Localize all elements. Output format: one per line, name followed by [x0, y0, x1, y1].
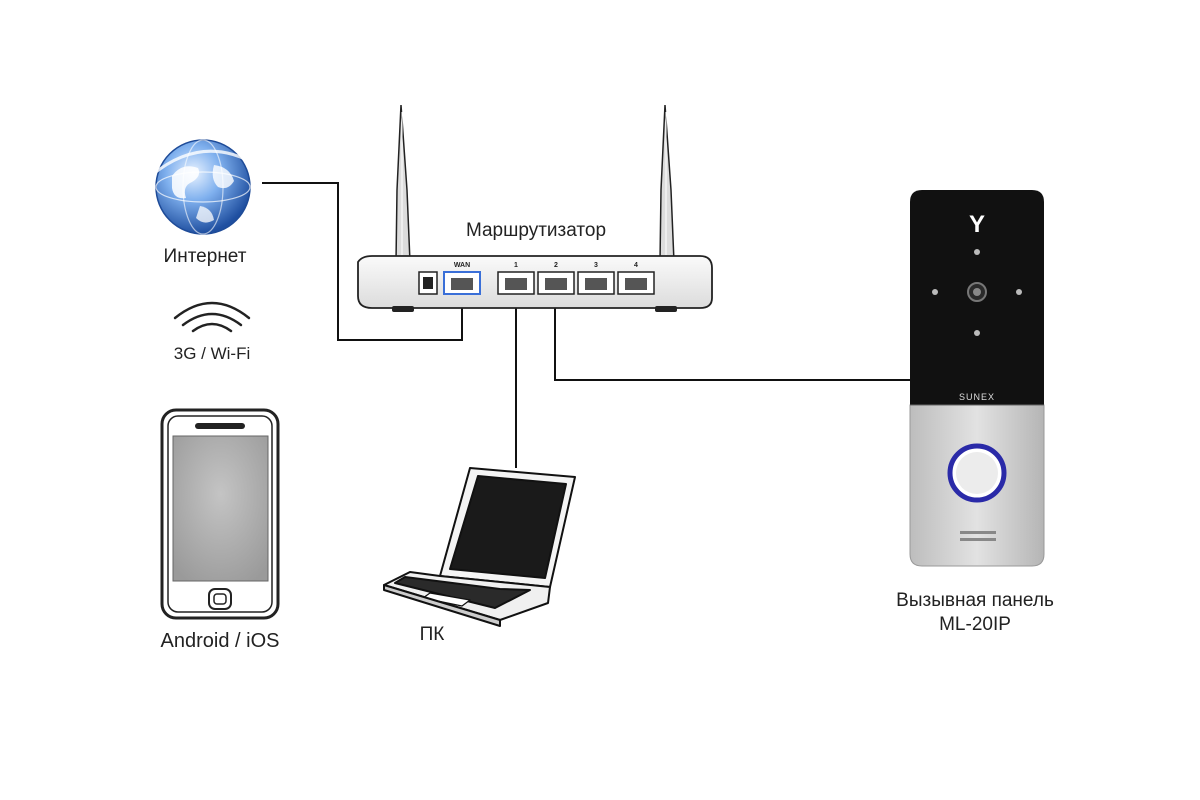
internet-to-wan-line [262, 182, 463, 341]
pc-label: ПК [420, 624, 445, 645]
port2-to-panel-line [554, 290, 910, 381]
wireless-label: 3G / Wi-Fi [174, 344, 251, 363]
intercom-panel-icon [909, 190, 1045, 567]
smartphone-icon [160, 408, 280, 620]
connection-lines [262, 182, 910, 468]
globe-icon [151, 139, 265, 235]
router-label: Маршрутизатор [466, 220, 606, 241]
panel-label-line2: ML-20IP [939, 614, 1011, 635]
port-3-label: 3 [594, 262, 598, 269]
panel-logo: Y [969, 211, 985, 238]
mobile-label: Android / iOS [161, 630, 280, 652]
wifi-icon [173, 301, 251, 333]
laptop-icon [383, 467, 576, 627]
port-wan-label: WAN [454, 262, 470, 269]
panel-brand: SUNEX [959, 392, 995, 402]
router-icon [357, 104, 713, 312]
internet-label: Интернет [164, 246, 247, 267]
port-4-label: 4 [634, 262, 638, 269]
port-1-label: 1 [514, 262, 518, 269]
port-2-label: 2 [554, 262, 558, 269]
panel-label-line1: Вызывная панель [896, 590, 1054, 611]
